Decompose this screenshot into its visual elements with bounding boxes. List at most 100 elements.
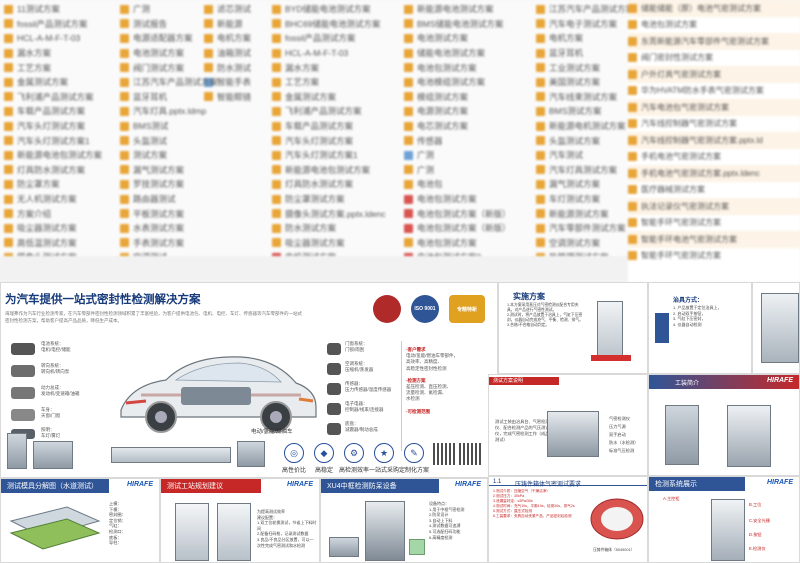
file-item[interactable]: 手机电池气密测试方案.pptx.ldenc (628, 165, 800, 182)
file-item[interactable]: 11测试方案 (4, 2, 114, 17)
file-item[interactable]: 方案介绍 (4, 206, 114, 221)
file-item[interactable]: 医疗器械测试方案 (628, 182, 800, 199)
file-item[interactable]: 车灯测试方案 (536, 192, 626, 207)
file-item[interactable]: 电池包测试方案 (404, 236, 532, 251)
file-item[interactable]: 智能手表 (204, 75, 264, 90)
file-item[interactable]: 新能源电池包测试方案 (272, 163, 400, 178)
file-item[interactable]: 储能储能（原）电池气密测试方案 (628, 0, 800, 17)
file-item[interactable]: 广测 (120, 2, 200, 17)
file-item[interactable]: 电池包测试方案（新版） (404, 221, 532, 236)
file-item[interactable]: 电池包测试方案 (404, 192, 532, 207)
file-item[interactable]: 高低温测试方案 (4, 236, 114, 251)
file-item[interactable]: 电池测试方案 (404, 31, 532, 46)
file-item[interactable]: 东莞新能源汽车零部件气密测试方案 (628, 33, 800, 50)
file-item[interactable]: 电机方案 (204, 31, 264, 46)
file-item[interactable]: 工业测试方案 (536, 60, 626, 75)
file-item[interactable]: 灯具防水测试方案 (272, 177, 400, 192)
file-item[interactable]: 电源适配器方案 (120, 31, 200, 46)
file-item[interactable]: 油箱测试 (204, 46, 264, 61)
file-item[interactable]: 手表测试方案 (120, 236, 200, 251)
file-item[interactable]: 汽车头灯测试方案1 (4, 133, 114, 148)
file-item[interactable]: 漏气测试方案 (120, 163, 200, 178)
xu4-slide[interactable]: XU4中框检测防呆设备 HIRAFE 设备特点： 1.用于中框气密检测 2.防呆… (320, 478, 488, 563)
file-item[interactable]: 测试方案 (120, 148, 200, 163)
file-item[interactable]: BMS储能电池测试方案 (404, 17, 532, 32)
file-item[interactable]: 储能电池测试方案 (404, 46, 532, 61)
file-item[interactable]: 新能源电机测试方案 (536, 119, 626, 134)
file-item[interactable]: 智能眼镜 (204, 90, 264, 105)
file-item[interactable]: 汽车电池包气密测试方案 (628, 99, 800, 116)
file-item[interactable]: 汽车电子测试方案 (536, 17, 626, 32)
file-item[interactable]: 汽车线控制器气密测试方案 (628, 116, 800, 133)
file-item[interactable]: 江苏汽车产品测试方案 (536, 2, 634, 17)
file-item[interactable]: 防水测试方案 (272, 221, 400, 236)
file-item[interactable]: 广测 (404, 148, 532, 163)
file-item[interactable]: 车载产品测试方案 (4, 104, 114, 119)
file-item[interactable]: 智能手环气密测试方案 (628, 215, 800, 232)
file-item[interactable]: BYD储能电池测试方案 (272, 2, 400, 17)
file-item[interactable]: 电源测试方案 (404, 104, 532, 119)
file-item[interactable]: 汽车头灯测试方案 (4, 119, 114, 134)
file-item[interactable]: 汽车灯具测试方案 (536, 163, 626, 178)
file-item[interactable]: 汽车头灯测试方案 (272, 133, 400, 148)
water-test-slide[interactable]: 测试模具分解图（水道测试） HIRAFE 上模： 下模： 密封圈： 定位销： 气… (0, 478, 160, 563)
file-item[interactable]: 工艺方案 (272, 75, 400, 90)
file-item[interactable]: 工艺方案 (4, 60, 114, 75)
file-item[interactable]: 阀门测试方案 (120, 60, 200, 75)
file-item[interactable]: 水表测试方案 (120, 221, 200, 236)
file-item[interactable]: HCL-A-M-F-T-03 (272, 46, 400, 61)
file-item[interactable]: fossil产品测试方案 (272, 31, 400, 46)
file-item[interactable]: 新能源电池测试方案 (404, 2, 532, 17)
file-item[interactable]: 电池包测试方案 (404, 60, 532, 75)
file-item[interactable]: 飞利浦产品测试方案 (4, 90, 114, 105)
process-slide[interactable]: 工装简介 HIRAFE (648, 374, 800, 476)
file-item[interactable]: 电池包测试方案（新版） (404, 206, 532, 221)
file-item[interactable]: 无人机测试方案 (4, 192, 114, 207)
file-item[interactable]: 金属测试方案 (272, 90, 400, 105)
file-item[interactable]: BHC69储能电池测试方案 (272, 17, 400, 32)
file-item[interactable]: 汽车测试 (536, 148, 626, 163)
file-item[interactable]: 电池包测试方案 (628, 17, 800, 34)
file-item[interactable]: 华为HVATM防水手表气密测试方案 (628, 83, 800, 100)
file-item[interactable]: 防尘罩测试方案 (272, 192, 400, 207)
file-item[interactable]: 美国测试方案 (536, 75, 626, 90)
file-item[interactable]: 蓝牙耳机 (536, 46, 626, 61)
implementation-slide[interactable]: 实施方案 1.本方案采用直压式气密检测仪配合专用夹具，对产品进行气密性测试。 2… (498, 282, 648, 374)
file-item[interactable]: 蓝牙耳机 (120, 90, 200, 105)
file-item[interactable]: 漏水方案 (272, 60, 400, 75)
file-item[interactable]: 汽车灯具.pptx.ldmp (120, 104, 206, 119)
file-item[interactable]: 广测 (404, 163, 532, 178)
file-item[interactable]: 户外灯具气密测试方案 (628, 66, 800, 83)
file-item[interactable]: 吸尘器测试方案 (4, 221, 114, 236)
station-slide[interactable]: 测试工站规划建议 HIRAFE 为提高测试效率 建议配置： 1.双工位轮换测试，… (160, 478, 320, 563)
file-item[interactable]: 电芯测试方案 (404, 119, 532, 134)
file-item[interactable]: 汽车线控制器气密测试方案.pptx.ld (628, 132, 800, 149)
file-item[interactable]: 新能源电池包测试方案 (4, 148, 114, 163)
file-item[interactable]: 新能源 (204, 17, 264, 32)
file-item[interactable]: 电池模组测试方案 (404, 75, 532, 90)
file-item[interactable]: 漏气测试方案 (536, 177, 626, 192)
cabinet-slide[interactable] (752, 282, 800, 374)
file-item[interactable]: 测试报告 (120, 17, 200, 32)
file-item[interactable]: 模组测试方案 (404, 90, 532, 105)
file-item[interactable]: 智能手环气密测试方案 (628, 248, 800, 265)
file-item[interactable]: 车载产品测试方案 (272, 119, 400, 134)
file-item[interactable]: 头盔测试 (120, 133, 200, 148)
file-item[interactable]: 手机电池气密测试方案 (628, 149, 800, 166)
file-item[interactable]: 吸尘器测试方案 (272, 236, 400, 251)
file-item[interactable]: 汽车线束测试方案 (536, 90, 626, 105)
file-item[interactable]: 飞利浦产品测试方案 (272, 104, 400, 119)
file-item[interactable]: 智能手环电池气密测试方案 (628, 231, 800, 248)
requirement-slide[interactable]: 1.1 压铸件箱体气密测试要求 1.测试介质：压缩空气（干燥洁净） 2.测试压力… (488, 476, 648, 563)
file-item[interactable]: 防水测试 (204, 60, 264, 75)
file-item[interactable]: 滤芯测试 (204, 2, 264, 17)
file-item[interactable]: 漏水方案 (4, 46, 114, 61)
file-item[interactable]: 新能源测试方案 (536, 206, 626, 221)
overview-slide[interactable]: 测试方案说明 测试工装由治具台、气密检测仪、配合检测产品的气压测试仪，完成气密检… (488, 374, 648, 476)
main-solution-slide[interactable]: 为汽车提供一站式密封性检测解决方案 海瑞弗作为汽车行业检测专家，在汽车零部件密封… (0, 282, 498, 478)
file-item[interactable]: 江苏汽车产品测试方案 (120, 75, 218, 90)
file-item[interactable]: BMS测试方案 (536, 104, 626, 119)
file-item[interactable]: BMS测试 (120, 119, 200, 134)
file-item[interactable]: fossil产品测试方案 (4, 17, 114, 32)
file-item[interactable]: 阀门密封性测试方案 (628, 50, 800, 67)
